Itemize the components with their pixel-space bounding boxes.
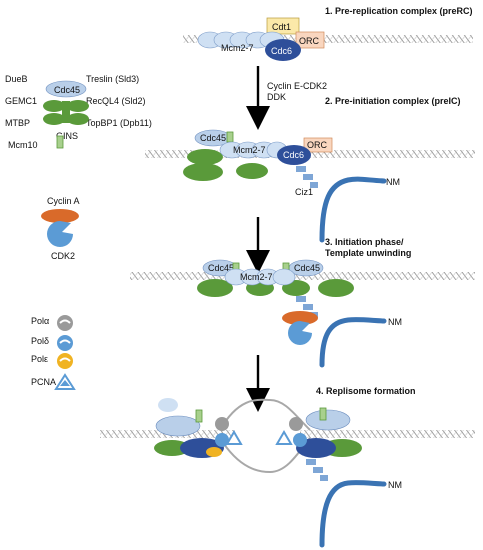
cdc6-2 [277, 145, 311, 165]
cyclin-legend: Cyclin A CDK2 [41, 196, 80, 261]
ciz1-4 [306, 459, 328, 481]
cdc45-label-3b: Cdc45 [294, 263, 320, 273]
cdc45-label-3a: Cdc45 [208, 263, 234, 273]
pol-alpha-icon [57, 315, 73, 331]
nm-label-2: NM [386, 177, 400, 187]
factor-mtbp: MTBP [5, 118, 30, 128]
mcm10-2 [226, 131, 234, 143]
gins-label: GINS [56, 131, 78, 141]
cdc6-label-2: Cdc6 [283, 150, 304, 160]
bubble-bottom [219, 437, 311, 474]
step3-title-2: Template unwinding [325, 248, 411, 258]
cdc45-legend-label: Cdc45 [54, 85, 80, 95]
orc-box-2 [303, 137, 333, 153]
step3-title-1: 3. Initiation phase/ [325, 237, 404, 247]
dna-helix-4b [300, 430, 475, 438]
factor-topbp1: TopBP1 (Dpb11) [86, 118, 152, 128]
right-replisome [275, 407, 362, 458]
cdk2-icon [47, 221, 73, 247]
mcm-hexamer-1 [197, 31, 285, 49]
mcm10-icon [56, 135, 64, 149]
cdc6-label-1: Cdc6 [271, 46, 292, 56]
nm-label-3: NM [388, 317, 402, 327]
mcm-hexamer-3 [224, 268, 296, 286]
cyclin-a-label: Cyclin A [47, 196, 80, 206]
factor-treslin: Treslin (Sld3) [86, 74, 139, 84]
gins-2 [183, 149, 268, 181]
nuclear-matrix-4 [319, 480, 387, 548]
pol-epsilon-label: Polε [31, 354, 48, 364]
cdk2-label: CDK2 [51, 251, 75, 261]
cyclin-a-icon [41, 209, 79, 223]
dna-helix-1 [183, 35, 473, 43]
mcm-label-2: Mcm2-7 [233, 145, 266, 155]
step1-title: 1. Pre-replication complex (preRC) [325, 6, 473, 16]
cdc45-legend [45, 80, 87, 98]
left-replisome [154, 398, 243, 458]
pcna-icon [54, 373, 76, 390]
bubble-top [219, 398, 311, 431]
gins-legend [43, 100, 89, 125]
cdc6-1 [265, 39, 301, 61]
orc-label-2: ORC [307, 140, 328, 150]
nuclear-matrix-3 [319, 317, 387, 368]
pol-delta-label: Polδ [31, 336, 49, 346]
factor-recql4: RecQL4 (Sld2) [86, 96, 146, 106]
polymerase-legend: Polα Polδ Polε PCNA [31, 315, 76, 390]
pol-delta-icon [57, 335, 73, 351]
arrow1-label-2: DDK [267, 92, 286, 102]
step1-prerc: Cdt1 ORC Mcm2-7 Cdc6 1. Pre-replication … [183, 6, 473, 61]
step2-preic: Cdc45 Mcm2-7 ORC Cdc6 Ciz1 NM 2. Pre-ini… [145, 96, 475, 243]
mcm10-label: Mcm10 [8, 140, 38, 150]
cdc45-label-2: Cdc45 [200, 133, 226, 143]
step3-initiation: Cdc45 Cdc45 Mcm2-7 NM 3. Initiation phas… [130, 237, 475, 368]
mcm-label-1: Mcm2-7 [221, 43, 254, 53]
factor-dueb: DueB [5, 74, 28, 84]
nm-label-4: NM [388, 480, 402, 490]
ciz1-label-2: Ciz1 [295, 187, 313, 197]
pol-alpha-label: Polα [31, 316, 49, 326]
cdt1-label: Cdt1 [272, 22, 291, 32]
cyclin-a-3 [282, 311, 318, 325]
factor-gemc1: GEMC1 [5, 96, 37, 106]
cdk2-3 [288, 321, 312, 345]
orc-box [295, 31, 325, 49]
pcna-label: PCNA [31, 377, 56, 387]
ciz1-2 [296, 166, 318, 188]
mcm-label-3: Mcm2-7 [240, 272, 273, 282]
step4-title: 4. Replisome formation [316, 386, 416, 396]
step4-replisome: NM 4. Replisome formation [100, 386, 475, 548]
factor-legend: DueB GEMC1 MTBP Treslin (Sld3) RecQL4 (S… [5, 74, 152, 150]
cdt1-box [266, 17, 300, 35]
arrow1-label-1: Cyclin E-CDK2 [267, 81, 327, 91]
orc-label: ORC [299, 36, 320, 46]
pol-epsilon-icon [57, 353, 73, 369]
nuclear-matrix-2 [319, 176, 387, 243]
step2-title: 2. Pre-initiation complex (preIC) [325, 96, 461, 106]
